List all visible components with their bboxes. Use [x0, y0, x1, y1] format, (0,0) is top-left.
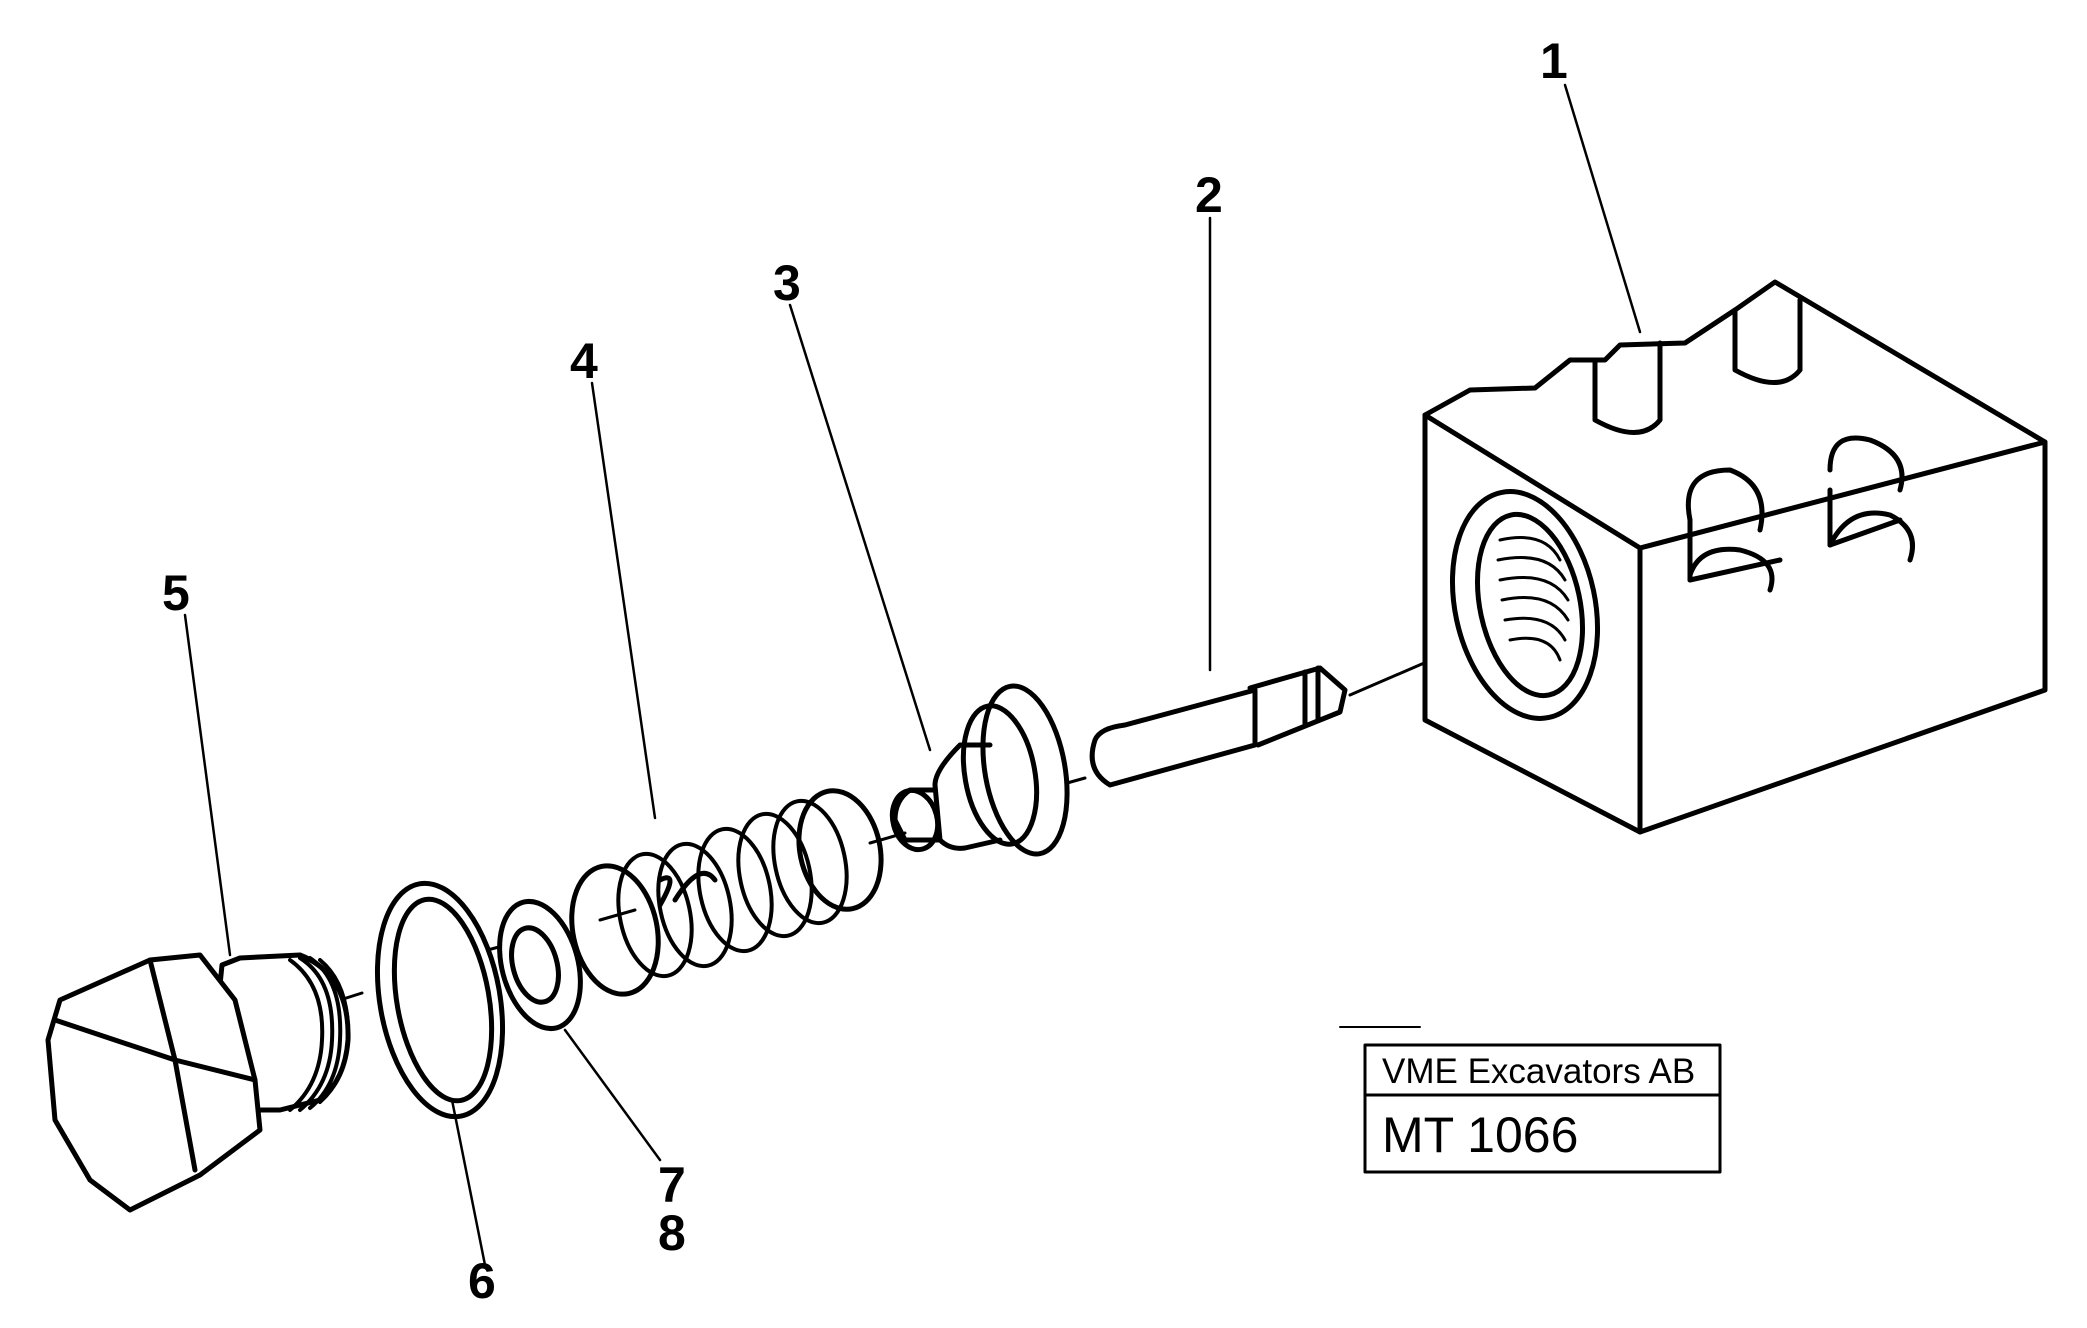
leader-1 — [1563, 83, 1642, 334]
callout-8: 8 — [658, 1205, 686, 1261]
callout-7: 7 — [658, 1157, 686, 1213]
leader-5 — [183, 613, 232, 957]
poppet-part — [889, 683, 1070, 857]
leader-6 — [450, 1098, 487, 1267]
small-washer-part — [497, 898, 583, 1032]
seal-ring-part — [374, 880, 506, 1120]
callout-2: 2 — [1195, 167, 1223, 223]
leader-7 — [563, 1028, 662, 1162]
leader-3 — [788, 303, 932, 752]
hex-plug-part — [45, 952, 351, 1213]
pin-part — [1089, 665, 1348, 788]
leader-lines — [183, 83, 1642, 1267]
spring-part — [569, 788, 884, 997]
title-block-code: MT 1066 — [1382, 1107, 1578, 1163]
callout-5: 5 — [162, 565, 190, 621]
valve-block-part — [1422, 279, 2048, 835]
leader-4 — [590, 381, 657, 820]
title-block-frame — [1339, 1026, 1722, 1174]
callout-6: 6 — [468, 1253, 496, 1309]
title-block-company: VME Excavators AB — [1382, 1052, 1695, 1091]
callout-3: 3 — [773, 255, 801, 311]
callout-1: 1 — [1540, 33, 1568, 89]
callout-4: 4 — [570, 333, 598, 389]
